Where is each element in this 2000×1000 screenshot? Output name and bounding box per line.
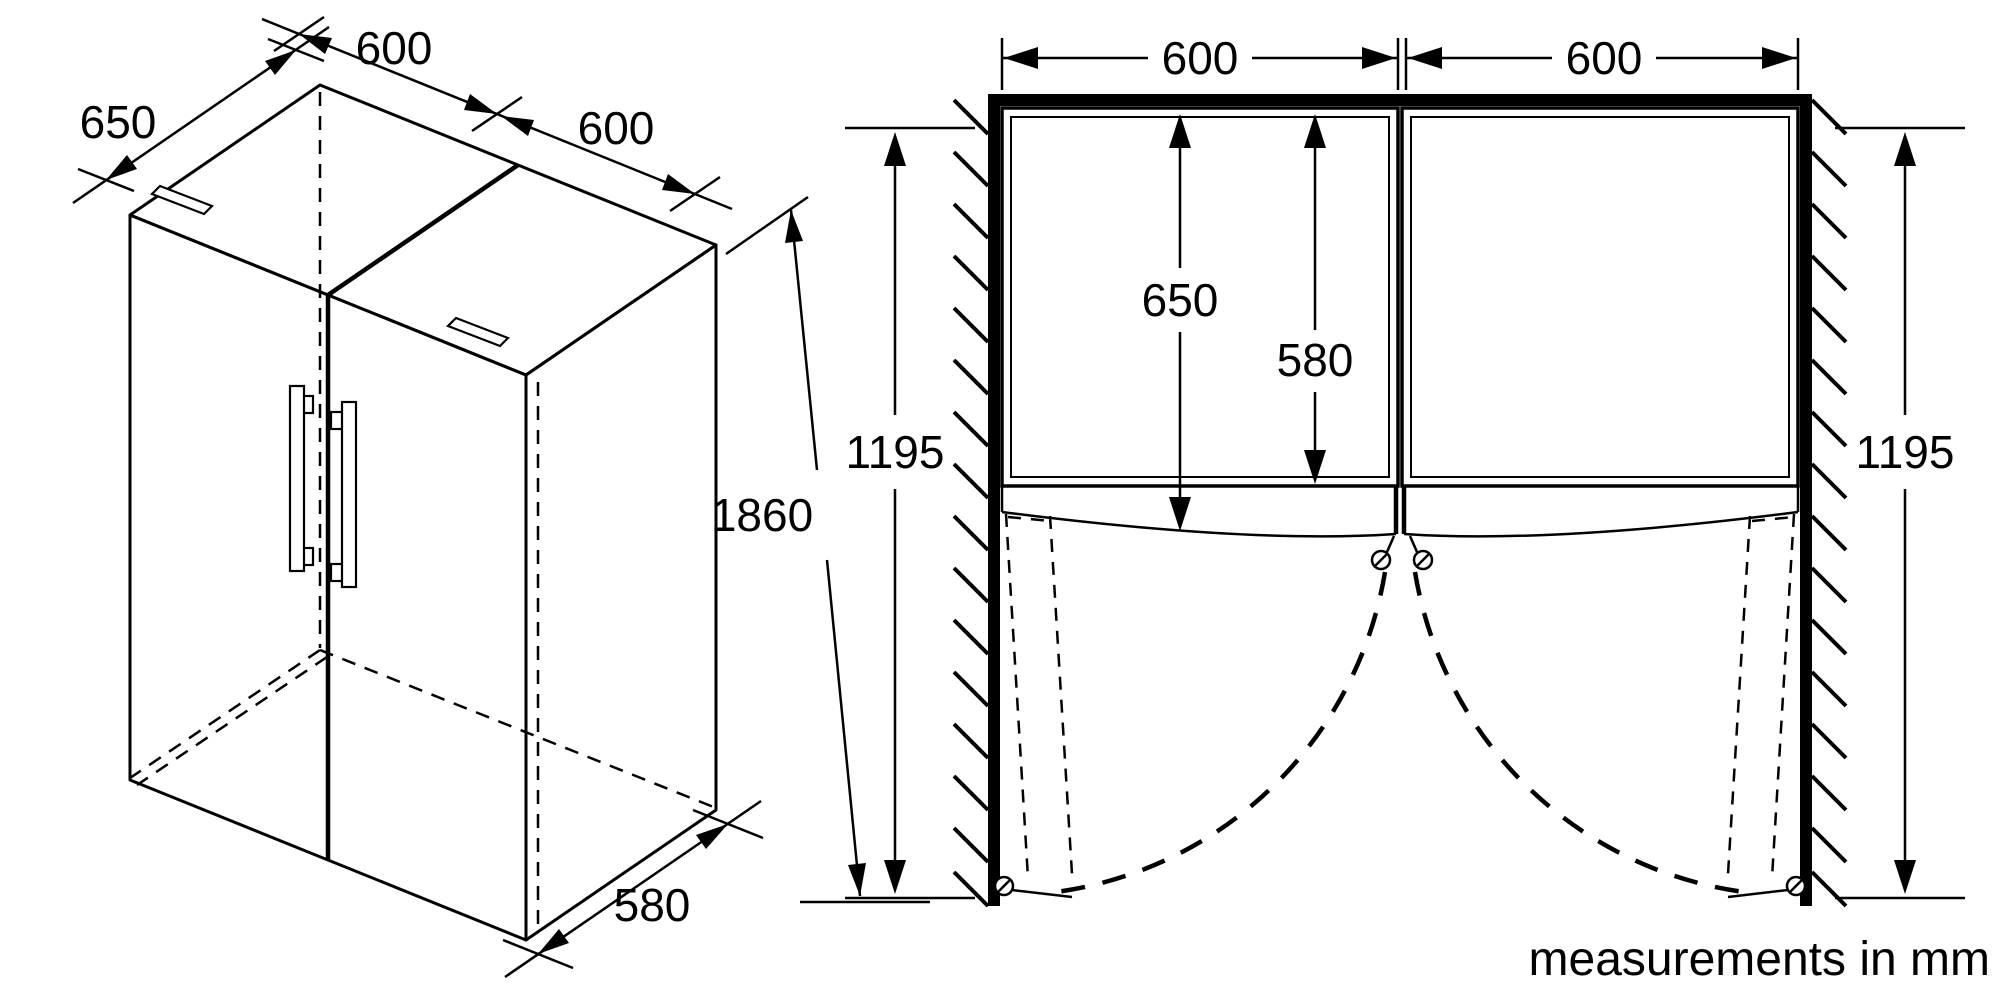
hidden-bottom-back-edge bbox=[319, 648, 717, 810]
label-580-depth: 580 bbox=[1277, 334, 1354, 386]
side-face bbox=[524, 243, 718, 942]
dim-1195-left: 1195 bbox=[845, 126, 975, 900]
hidden-bottom-left-edge-2 bbox=[136, 655, 328, 787]
door-handle-left-plan bbox=[1370, 535, 1396, 571]
appliance-right-unit bbox=[1400, 106, 1800, 488]
label-1195-right: 1195 bbox=[1856, 426, 1955, 478]
dim-600-right: 600 bbox=[1406, 32, 1800, 90]
vent-slot-right bbox=[446, 316, 510, 348]
dim-depth-top-650: 650 bbox=[72, 25, 330, 205]
dim-600-left: 600 bbox=[1000, 32, 1408, 90]
dim-650-depth: 650 bbox=[1142, 114, 1219, 531]
hidden-bottom-left-edge bbox=[129, 648, 321, 780]
dim-1195-right: 1195 bbox=[1835, 126, 1965, 900]
label-580-bottom: 580 bbox=[614, 879, 691, 931]
door-handle-right bbox=[329, 400, 358, 589]
open-door-right bbox=[1726, 513, 1807, 899]
wall-back bbox=[988, 94, 1812, 106]
label-650-depth: 650 bbox=[1142, 274, 1219, 326]
label-650-top: 650 bbox=[80, 96, 157, 148]
plan-view: 600 600 650 580 bbox=[845, 32, 1965, 908]
wall-right bbox=[1800, 94, 1812, 906]
dim-580-depth: 580 bbox=[1277, 114, 1354, 484]
label-600-right: 600 bbox=[1566, 32, 1643, 84]
door-left-closed bbox=[1000, 486, 1399, 538]
wall-hatch-left bbox=[952, 98, 990, 908]
door-swing-arc-right bbox=[1412, 571, 1753, 896]
door-swing-arc-left bbox=[1047, 571, 1388, 896]
appliance-left-unit bbox=[1000, 106, 1400, 488]
wall-hatch-right bbox=[1810, 98, 1848, 908]
units-note: measurements in mm bbox=[1529, 933, 1990, 986]
door-handle-right-plan bbox=[1408, 535, 1434, 571]
dim-width-top: 600 600 bbox=[261, 15, 733, 213]
label-1860-height: 1860 bbox=[711, 489, 813, 541]
vent-slot-left bbox=[150, 184, 214, 216]
open-door-left bbox=[993, 513, 1074, 899]
door-right-closed bbox=[1401, 486, 1800, 538]
label-600-top-left: 600 bbox=[356, 22, 433, 74]
dim-height-1860: 1860 bbox=[711, 195, 930, 904]
label-600-top-right: 600 bbox=[578, 102, 655, 154]
wall-left bbox=[988, 94, 1000, 906]
label-1195-left: 1195 bbox=[846, 426, 945, 478]
dim-depth-bottom-580: 580 bbox=[502, 799, 764, 979]
top-split-line bbox=[326, 163, 520, 297]
isometric-view: 650 600 600 1860 bbox=[72, 15, 930, 979]
label-600-left: 600 bbox=[1162, 32, 1239, 84]
door-handle-left bbox=[288, 384, 315, 573]
